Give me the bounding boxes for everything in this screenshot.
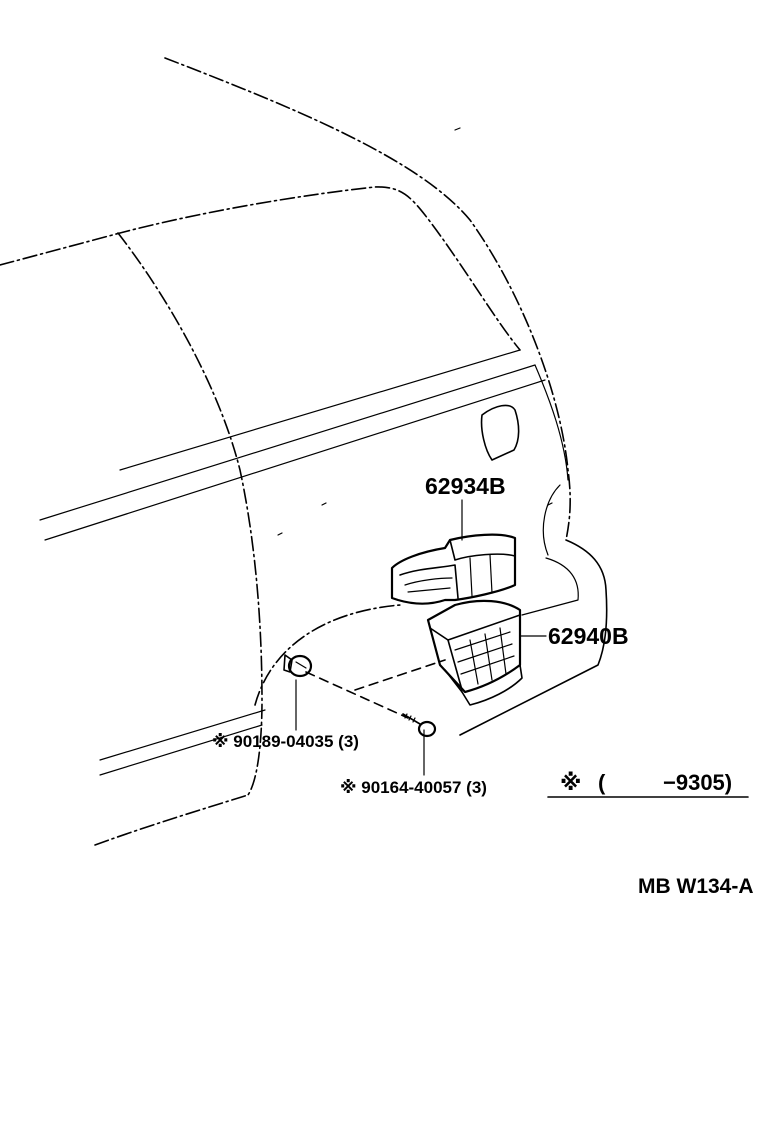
part-number-62934B: 62934B <box>425 473 506 499</box>
screw-icon <box>402 713 437 738</box>
note-mark: ※ <box>560 770 581 795</box>
production-note: ※ ( −9305) <box>547 770 749 798</box>
vehicle-body-outline <box>0 57 608 846</box>
part-number-62940B: 62940B <box>548 623 629 649</box>
diagram-code: MB W134-A <box>638 875 754 898</box>
vent-grille <box>426 599 523 706</box>
push-clip-icon <box>283 654 313 678</box>
note-range: −9305) <box>663 770 732 795</box>
note-open-paren: ( <box>598 770 606 795</box>
quarter-vent-duct <box>390 533 517 605</box>
clip-part-number: ※ 90189-04035 (3) <box>212 732 359 751</box>
leader-lines <box>295 499 547 776</box>
screw-part-number: ※ 90164-40057 (3) <box>340 778 487 797</box>
